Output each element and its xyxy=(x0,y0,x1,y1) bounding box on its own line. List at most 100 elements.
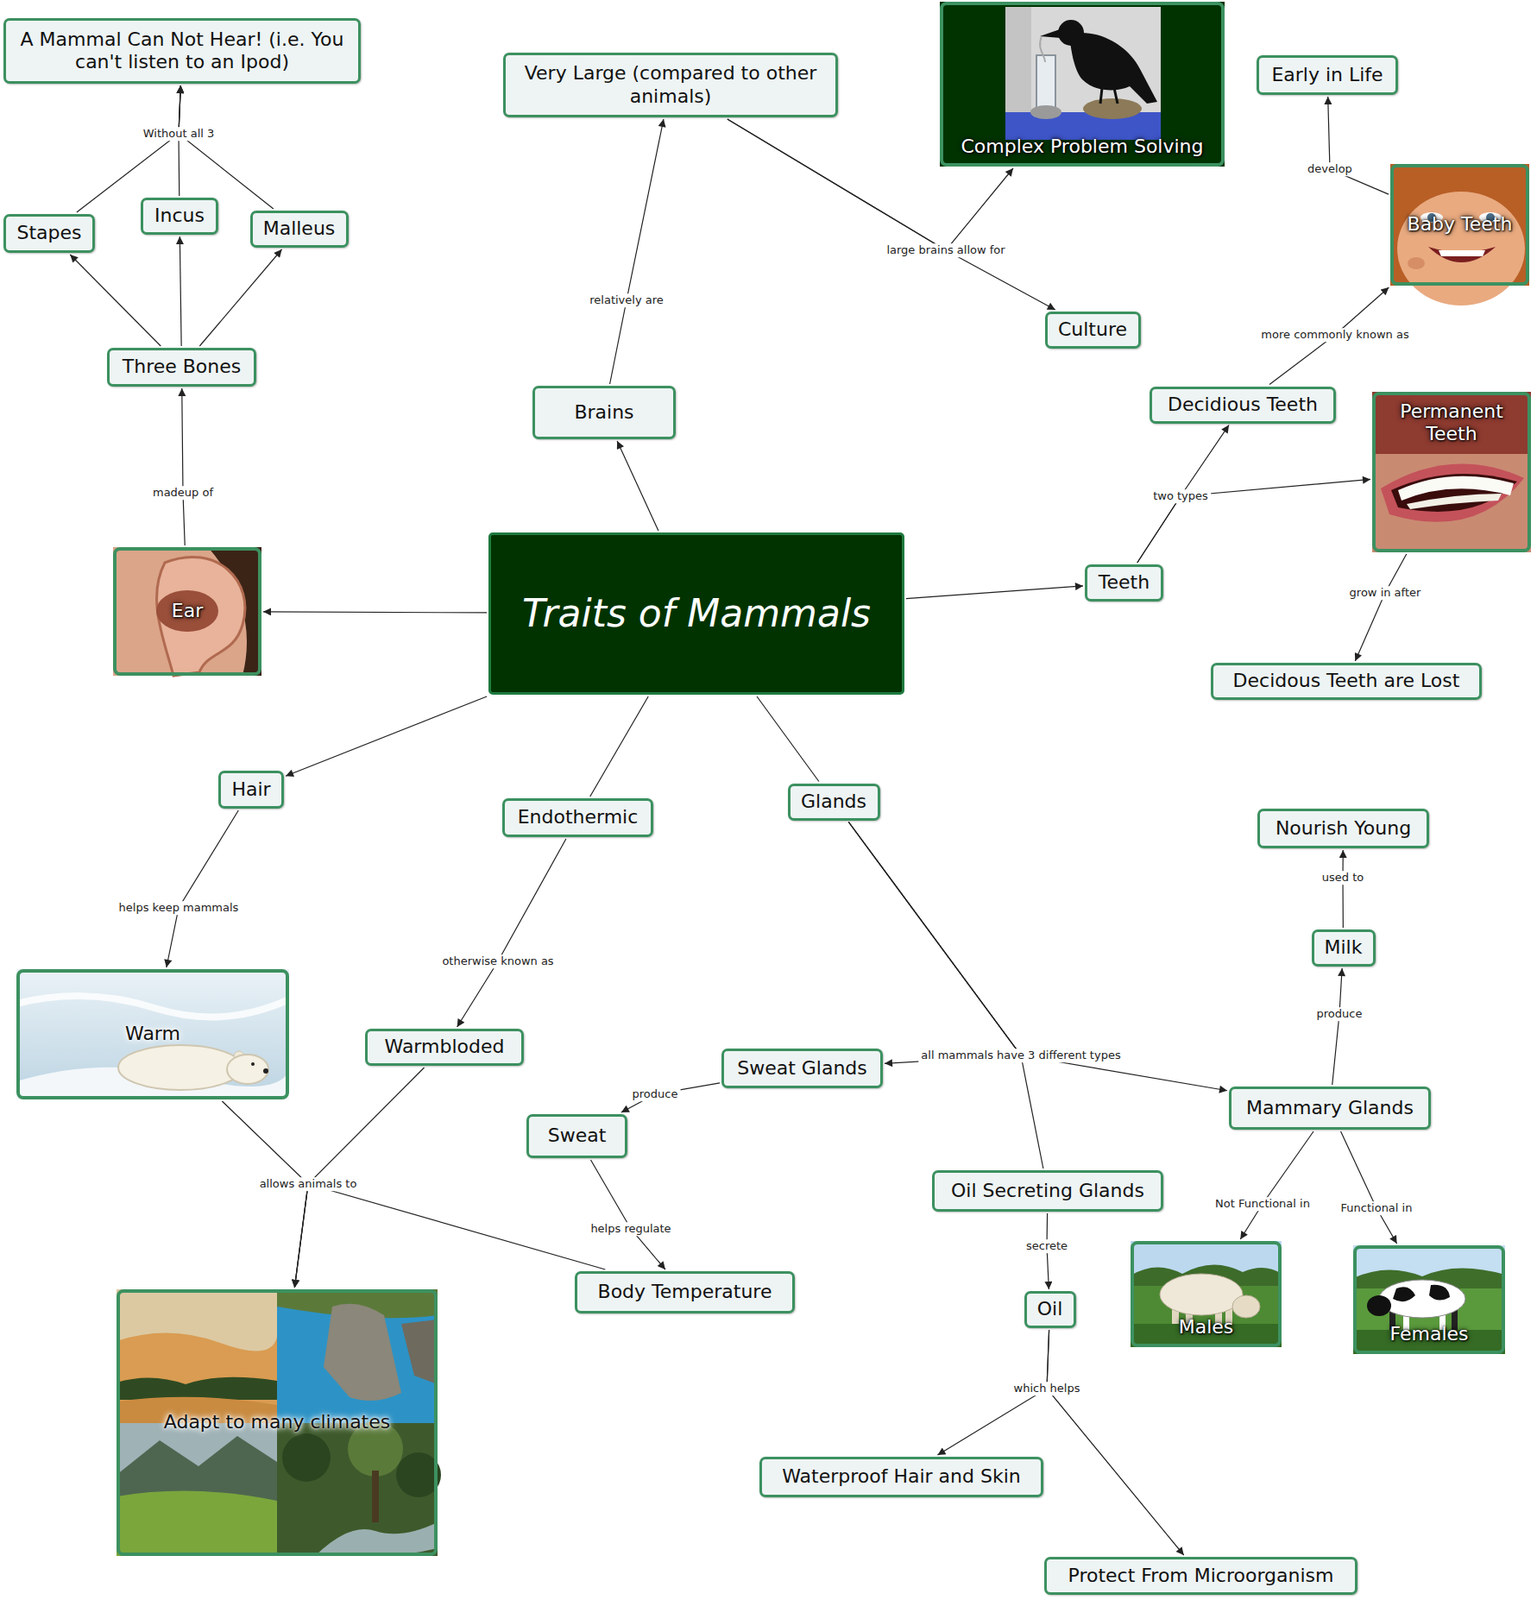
link-phrase: grow in after xyxy=(1347,585,1424,600)
concept-box: Mammary Glands xyxy=(1228,1086,1431,1130)
link-phrase: used to xyxy=(1319,870,1367,885)
concept-text: Brains xyxy=(573,401,634,424)
connector xyxy=(1341,850,1344,928)
picture-node: Complex Problem Solving xyxy=(939,1,1225,167)
link-phrase: two types xyxy=(1150,489,1211,504)
concept-text: Complex Problem Solving xyxy=(960,135,1204,158)
concept-text: Three Bones xyxy=(122,355,242,378)
concept-text: Warm xyxy=(125,1022,181,1046)
concept-box: Body Temperature xyxy=(574,1271,795,1314)
concept-text: Early in Life xyxy=(1271,63,1383,87)
concept-text: Decidous Teeth are Lost xyxy=(1233,669,1461,693)
child-photo xyxy=(1390,163,1530,306)
concept-text: Hair xyxy=(231,778,271,801)
concept-box: Incus xyxy=(140,197,219,235)
concept-box: Decidous Teeth are Lost xyxy=(1210,662,1482,700)
polar-bear-photo xyxy=(16,969,290,1100)
link-phrase: allows animals to xyxy=(257,1177,360,1191)
connector xyxy=(1240,1131,1314,1240)
concept-text: Adapt to many climates xyxy=(163,1411,391,1434)
connector xyxy=(263,611,487,613)
connector xyxy=(1332,968,1342,1085)
crow-photo xyxy=(939,1,1225,167)
concept-text: Very Large (compared to other animals) xyxy=(516,62,826,108)
connector xyxy=(1137,478,1371,563)
connector xyxy=(1341,1131,1398,1244)
concept-text: Oil xyxy=(1037,1297,1064,1321)
link-phrase: Functional in xyxy=(1338,1201,1416,1216)
cow-photo xyxy=(1353,1245,1506,1355)
connector xyxy=(1328,96,1389,195)
link-phrase: madeup of xyxy=(150,485,216,500)
concept-text: Permanent Teeth xyxy=(1380,400,1523,447)
concept-text: Malleus xyxy=(263,217,336,240)
concept-box: Warmbloded xyxy=(365,1028,524,1066)
concept-box: Brains xyxy=(532,385,676,440)
connector xyxy=(1354,554,1406,662)
connector xyxy=(590,696,649,797)
link-phrase: large brains allow for xyxy=(883,243,1008,258)
concept-text: Females xyxy=(1389,1322,1468,1346)
concept-box: Early in Life xyxy=(1256,55,1399,95)
link-phrase: develop xyxy=(1304,162,1355,177)
concept-text: Decidious Teeth xyxy=(1167,393,1318,416)
concept-text: Glands xyxy=(800,790,867,813)
concept-text: Teeth xyxy=(1098,571,1150,594)
connector xyxy=(178,85,274,209)
link-phrase: helps keep mammals xyxy=(116,900,242,915)
connector xyxy=(906,585,1084,599)
concept-text: Oil Secreting Glands xyxy=(951,1179,1145,1203)
concept-text: Protect From Microorganism xyxy=(1068,1564,1335,1588)
connector xyxy=(76,85,182,213)
link-phrase: secrete xyxy=(1023,1239,1071,1254)
concept-text: Sweat Glands xyxy=(737,1057,868,1080)
concept-box: Malleus xyxy=(250,210,349,248)
picture-node: Males xyxy=(1130,1240,1282,1348)
connector xyxy=(182,388,185,546)
concept-text: Culture xyxy=(1058,318,1128,341)
connector xyxy=(617,440,659,531)
concept-text: Incus xyxy=(154,204,205,227)
climates-collage xyxy=(116,1289,441,1556)
link-phrase: produce xyxy=(1314,1007,1366,1021)
concept-box: Waterproof Hair and Skin xyxy=(759,1456,1044,1498)
connector xyxy=(848,822,1044,1170)
ear-photo xyxy=(113,547,262,676)
concept-text: Stapes xyxy=(16,221,82,245)
link-phrase: produce xyxy=(629,1087,681,1102)
concept-box: Teeth xyxy=(1084,564,1164,602)
bull-photo xyxy=(1130,1240,1282,1348)
concept-text: Endothermic xyxy=(517,806,639,829)
link-phrase: otherwise known as xyxy=(439,954,556,969)
connector xyxy=(199,249,282,347)
concept-box: Stapes xyxy=(3,214,95,253)
connector xyxy=(457,838,567,1027)
connector xyxy=(1046,1329,1185,1556)
concept-text: Body Temperature xyxy=(598,1280,773,1304)
connector xyxy=(590,1159,665,1270)
link-phrase: all mammals have 3 different types xyxy=(918,1048,1123,1063)
concept-text: Nourish Young xyxy=(1275,817,1412,840)
concept-box: Oil Secreting Glands xyxy=(932,1170,1164,1212)
connector xyxy=(848,822,1021,1065)
link-phrase: helps regulate xyxy=(587,1222,674,1236)
link-phrase: Without all 3 xyxy=(140,126,218,141)
link-phrase: which helps xyxy=(1011,1381,1084,1396)
concept-text: Warmbloded xyxy=(384,1035,505,1059)
connector xyxy=(621,1083,720,1113)
concept-box: Decidious Teeth xyxy=(1149,386,1336,424)
smile-photo xyxy=(1372,391,1531,553)
concept-text: Waterproof Hair and Skin xyxy=(781,1465,1021,1488)
concept-box: Glands xyxy=(787,783,881,821)
picture-node: Ear xyxy=(113,547,262,676)
concept-box: Three Bones xyxy=(107,347,257,387)
connector xyxy=(179,236,182,347)
concept-box: Very Large (compared to other animals) xyxy=(503,52,838,118)
link-phrase: relatively are xyxy=(586,293,667,308)
concept-text: Mammary Glands xyxy=(1246,1096,1414,1120)
concept-box: Hair xyxy=(218,770,284,809)
concept-box: Nourish Young xyxy=(1257,808,1430,849)
concept-box: Sweat xyxy=(526,1114,628,1159)
concept-text: Sweat xyxy=(548,1124,607,1147)
